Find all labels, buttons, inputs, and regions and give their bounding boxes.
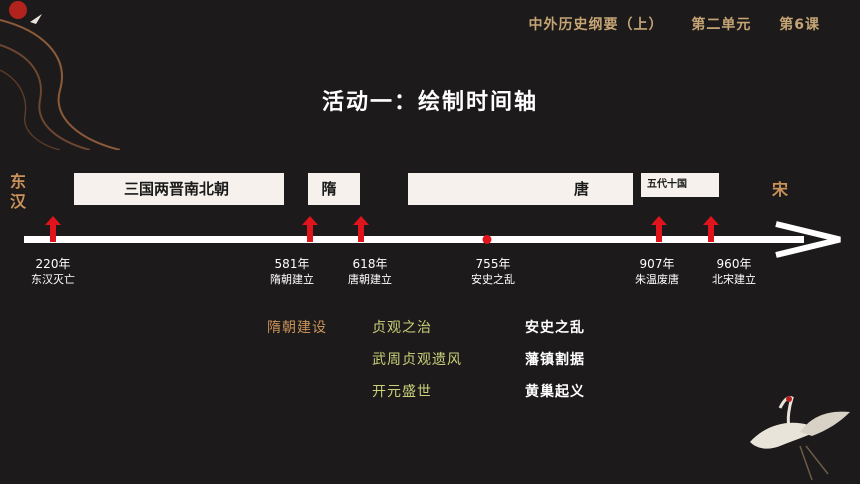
wave-decoration-icon [0,1,121,150]
up-arrow-icon [651,216,667,242]
period-box-three-kingdoms: 三国两晋南北朝 [74,173,284,205]
event-year: 907年 [639,257,675,271]
up-arrow-icon [45,216,61,242]
event-desc: 东汉灭亡 [31,273,75,286]
event-desc: 唐朝建立 [348,273,392,286]
timeline-start-label: 东汉 [10,172,27,211]
event-year: 220年 [35,257,71,271]
list-item: 黄巢起义 [525,384,585,400]
event-year: 755年 [475,257,511,271]
up-arrow-icon [302,216,318,242]
list-item: 武周贞观遗风 [372,352,462,368]
period-label: 隋 [321,180,337,198]
event-desc: 安史之乱 [471,273,515,286]
period-box-tang: 唐 [408,173,633,205]
event-desc: 朱温废唐 [635,273,679,286]
up-arrow-icon [703,216,719,242]
event-year: 618年 [352,257,388,271]
period-box-sui: 隋 [308,173,360,205]
event-year: 960年 [716,257,752,271]
list-item: 安史之乱 [525,320,585,336]
event-dot-an-lushan [482,235,492,244]
event-618: 618年 唐朝建立 [330,256,410,288]
list-item: 藩镇割据 [525,352,585,368]
timeline-end-label: 宋 [772,180,789,199]
event-581: 581年 隋朝建立 [252,256,332,288]
event-755: 755年 安史之乱 [453,256,533,288]
event-907: 907年 朱温废唐 [617,256,697,288]
page-title: 活动一：绘制时间轴 [321,90,538,115]
notes-column-tang-decline: 安史之乱 藩镇割据 黄巢起义 [525,312,585,408]
period-label: 五代十国 [647,179,687,190]
up-arrow-icon [353,216,369,242]
timeline-line [24,236,804,243]
period-label: 唐 [573,180,589,198]
period-box-five-dynasties: 五代十国 [641,173,719,197]
event-desc: 北宋建立 [712,273,756,286]
notes-column-tang-prosperity: 贞观之治 武周贞观遗风 开元盛世 [372,312,462,408]
crane-icon [750,396,850,481]
notes-column-sui: 隋朝建设 [267,312,327,344]
event-220: 220年 东汉灭亡 [13,256,93,288]
timeline-arrowhead-icon [775,221,841,258]
unit-name: 第二单元 [691,17,752,33]
event-year: 581年 [274,257,310,271]
list-item: 开元盛世 [372,384,432,400]
period-label: 三国两晋南北朝 [124,180,230,198]
course-name: 中外历史纲要（上） [528,17,664,33]
lesson-number: 第6课 [779,17,820,33]
timeline-axis [24,221,841,258]
lesson-header: 中外历史纲要（上） 第二单元 第6课 [507,14,821,34]
event-960: 960年 北宋建立 [694,256,774,288]
list-item: 贞观之治 [372,320,432,336]
event-desc: 隋朝建立 [270,273,314,286]
list-item: 隋朝建设 [267,320,327,336]
